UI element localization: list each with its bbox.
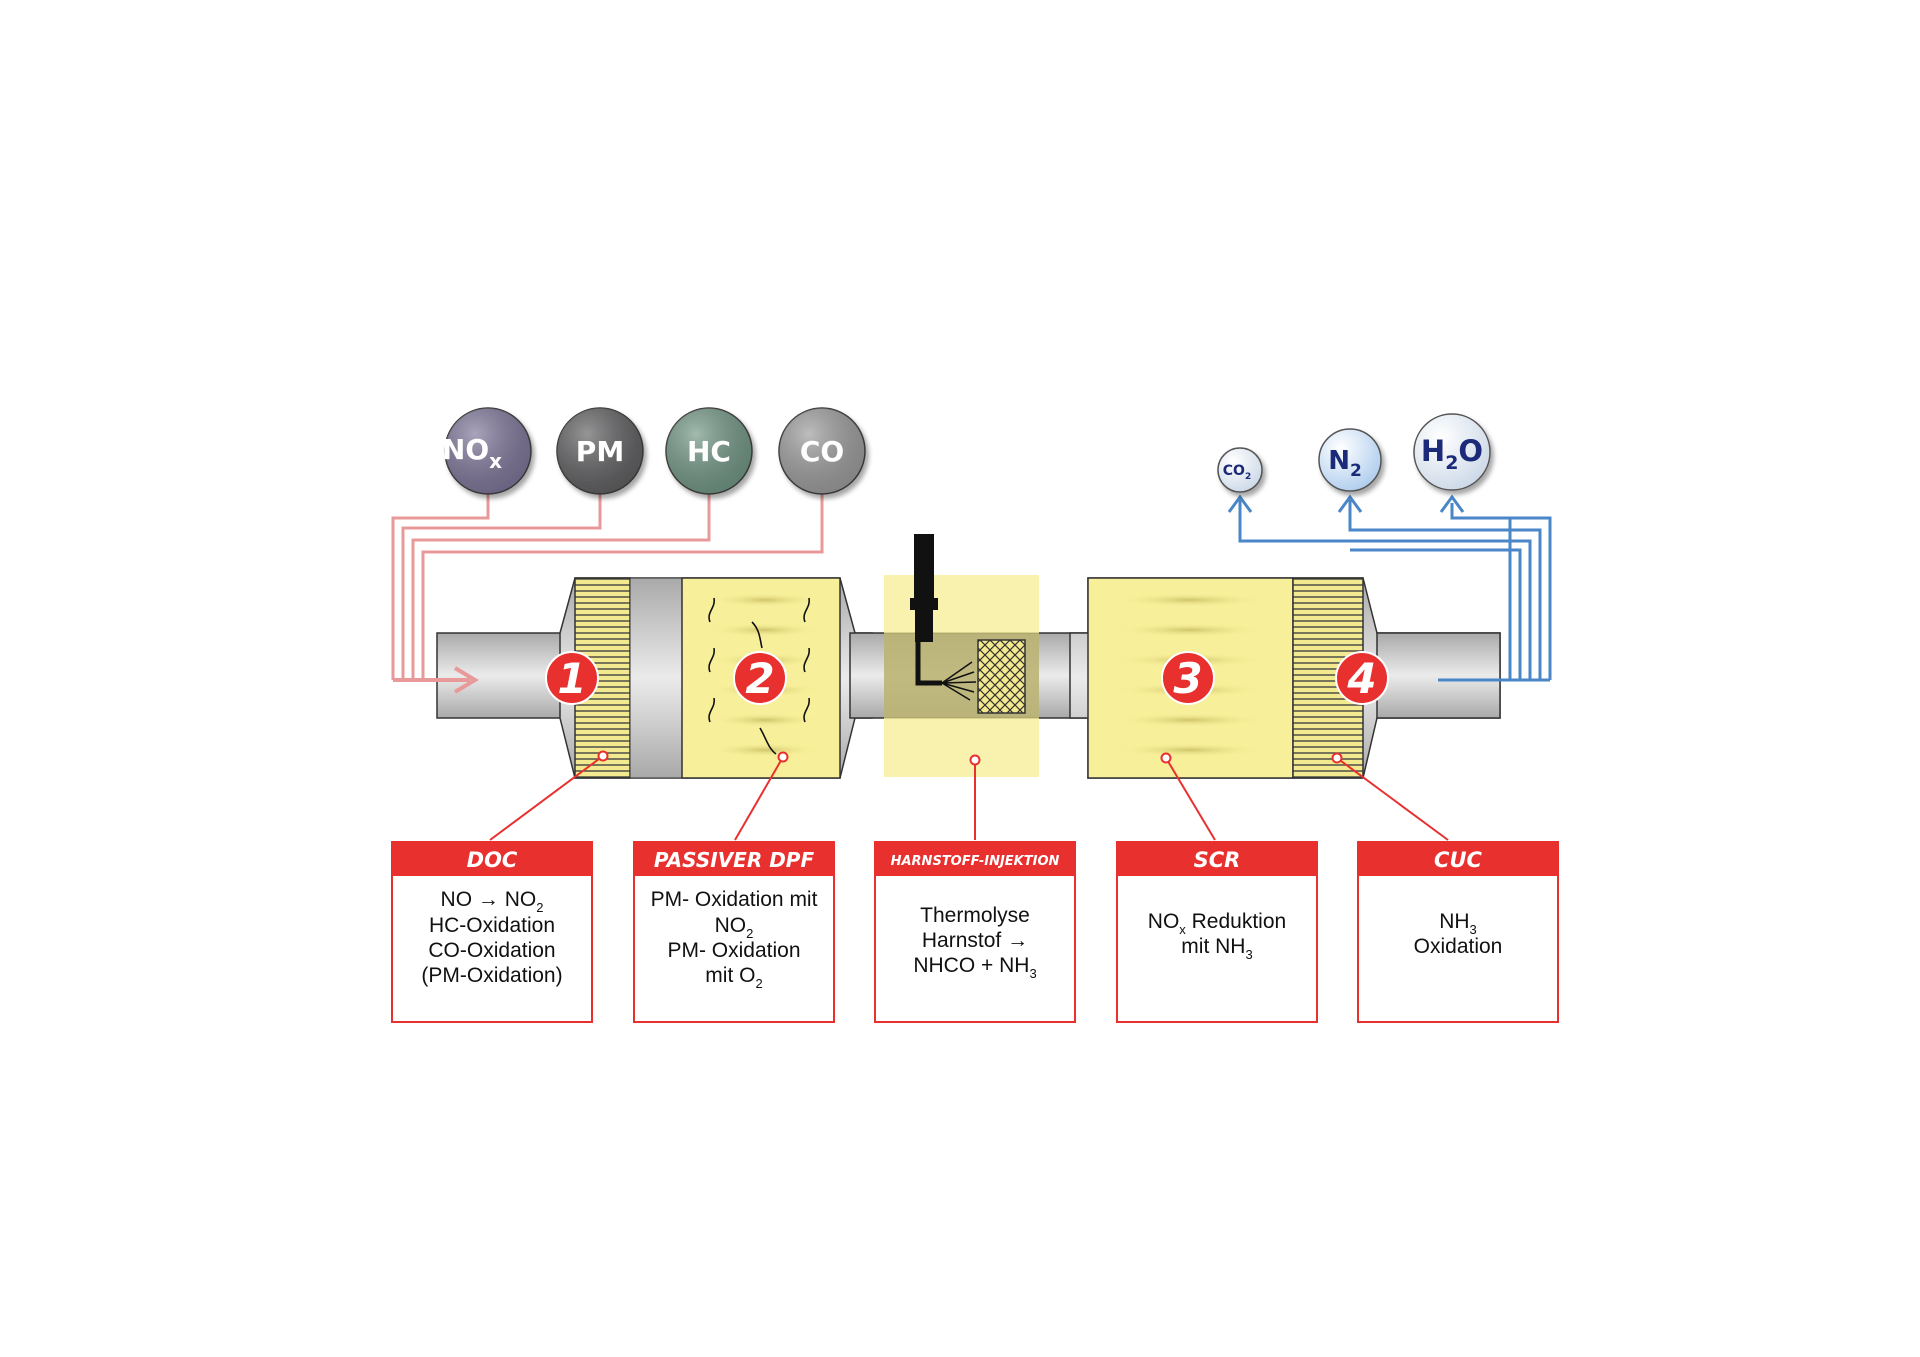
cuc-title: CUC xyxy=(1434,848,1482,872)
doc-title: DOC xyxy=(467,848,518,872)
harnstoff-line-2: Harnstof → xyxy=(922,929,1028,952)
co2-bubble: CO2 xyxy=(1217,447,1263,493)
h2o-label: H2O xyxy=(1421,434,1483,474)
input-gases: NOx PM HC CO xyxy=(442,407,866,495)
n2-bubble: N2 xyxy=(1318,428,1382,492)
scr-line-1: NOx Reduktion xyxy=(1148,910,1286,937)
scr-info-box: SCR NOx Reduktion mit NH3 xyxy=(1116,841,1318,1023)
doc-info-box: DOC NO → NO2 HC-Oxidation CO-Oxidation (… xyxy=(391,841,593,1023)
stage-markers: 1 2 3 4 xyxy=(545,651,1389,705)
harnstoff-info-box: HARNSTOFF-INJEKTION Thermolyse Harnstof … xyxy=(874,841,1076,1023)
cuc-line-1: NH3 xyxy=(1439,910,1477,937)
urea-injection-zone xyxy=(884,534,1039,777)
harnstoff-line-3: NHCO + NH3 xyxy=(913,954,1036,981)
doc-line-4: (PM-Oxidation) xyxy=(421,964,562,987)
doc-line-2: HC-Oxidation xyxy=(429,914,555,937)
dpf-line-4: mit O2 xyxy=(705,964,762,991)
svg-text:3: 3 xyxy=(1173,654,1202,703)
h2o-bubble: H2O xyxy=(1413,413,1491,491)
callout-anchors xyxy=(597,750,1343,766)
cuc-info-box: CUC NH3 Oxidation xyxy=(1357,841,1559,1023)
nox-bubble: NOx xyxy=(442,407,532,495)
pm-label: PM xyxy=(576,435,624,468)
urea-injector xyxy=(910,534,977,701)
hc-bubble: HC xyxy=(665,407,753,495)
stage-4-marker: 4 xyxy=(1335,651,1389,705)
callout-leaders xyxy=(489,755,1449,841)
svg-text:4: 4 xyxy=(1346,654,1376,703)
stage-3-marker: 3 xyxy=(1161,651,1215,705)
co-label: CO xyxy=(800,435,844,468)
nox-label: NOx xyxy=(442,433,502,473)
mixer-element xyxy=(977,639,1026,714)
scr-title: SCR xyxy=(1194,848,1241,872)
cuc-line-2: Oxidation xyxy=(1414,935,1503,958)
input-gas-lines xyxy=(391,494,824,694)
scr-line-2: mit NH3 xyxy=(1181,935,1252,962)
output-gases: CO2 N2 H2O xyxy=(1217,413,1491,493)
dpf-title: PASSIVER DPF xyxy=(654,848,815,872)
n2-label: N2 xyxy=(1328,446,1362,481)
dpf-line-3: PM- Oxidation xyxy=(667,939,800,962)
dpf-line-1: PM- Oxidation mit xyxy=(651,888,818,911)
svg-text:1: 1 xyxy=(557,654,586,703)
outlet-pipe xyxy=(1376,632,1501,719)
dpf-info-box: PASSIVER DPF PM- Oxidation mit NO2 PM- O… xyxy=(633,841,835,1023)
doc-line-1: NO → NO2 xyxy=(441,888,544,915)
hc-label: HC xyxy=(687,435,731,468)
doc-dpf-gap xyxy=(629,577,683,779)
soot-particles xyxy=(708,597,811,755)
co-bubble: CO xyxy=(778,407,866,495)
stage-1-marker: 1 xyxy=(545,651,599,705)
doc-line-3: CO-Oxidation xyxy=(428,939,555,962)
harnstoff-line-1: Thermolyse xyxy=(920,904,1030,927)
output-gas-lines xyxy=(1227,494,1552,682)
pm-bubble: PM xyxy=(556,407,644,495)
harnstoff-title: HARNSTOFF-INJEKTION xyxy=(891,854,1060,869)
svg-text:2: 2 xyxy=(745,654,774,703)
dpf-line-2: NO2 xyxy=(715,914,754,941)
co2-label: CO2 xyxy=(1223,463,1251,482)
stage-2-marker: 2 xyxy=(733,651,787,705)
